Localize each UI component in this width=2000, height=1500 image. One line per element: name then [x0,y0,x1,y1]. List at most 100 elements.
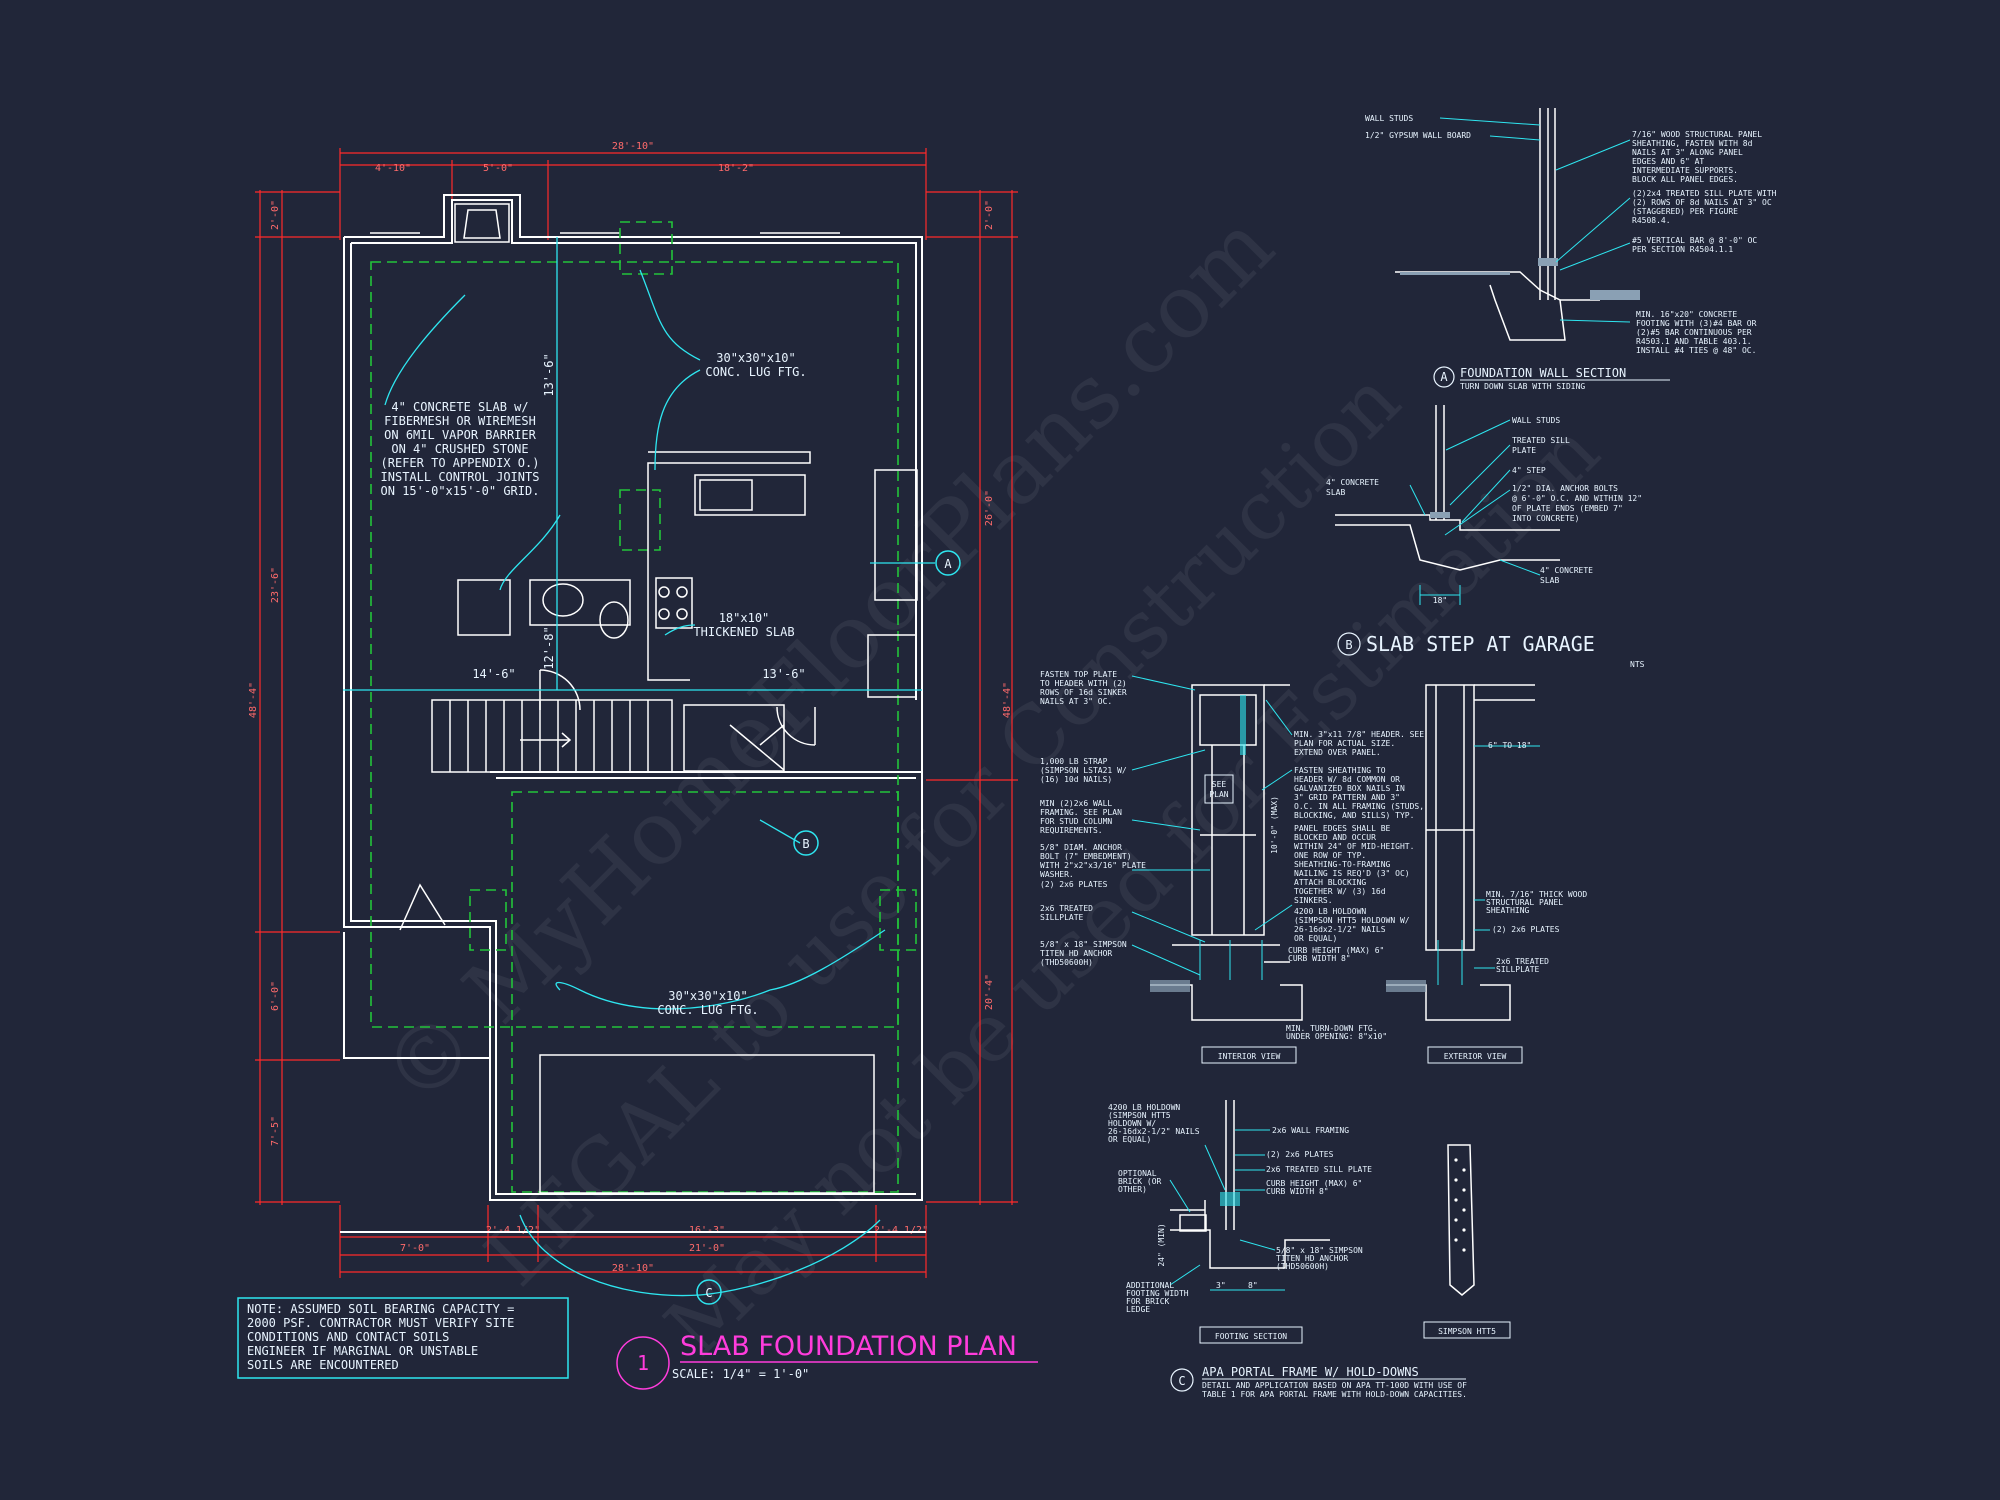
plan-number: 1 [637,1351,649,1375]
detail-a-sheathing-5: INTERMEDIATE SUPPORTS. [1632,166,1738,175]
detail-c-exterior-labels: 6" TO 18" MIN. 7/16" THICK WOOD STRUCTUR… [1486,741,1587,974]
soils-note-3: CONDITIONS AND CONTACT SOILS [247,1330,449,1344]
slab-note-2: FIBERMESH OR WIREMESH [384,414,536,428]
dim-right-overall: 48'-4" [1002,682,1013,718]
dc-fl-5-0: 2x6 TREATED SILL PLATE [1266,1165,1372,1174]
detail-a-subtitle: TURN DOWN SLAB WITH SIDING [1460,382,1585,391]
dc-il-6-1: TITEN HD ANCHOR [1040,949,1112,958]
dim-left-2: 23'-6" [270,567,281,603]
detail-c-footing-labels: 4200 LB HOLDOWN (SIMPSON HTT5 HOLDOWN W/… [1108,1103,1372,1314]
detail-a-label-gyp: 1/2" GYPSUM WALL BOARD [1365,131,1471,140]
plan-title-block: 1 SLAB FOUNDATION PLAN SCALE: 1/4" = 1'-… [616,1331,1038,1390]
plan-number-circle [616,1336,670,1390]
detail-a-sill-2: (2) ROWS OF 8d NAILS AT 3" OC [1632,198,1772,207]
thick-slab-label: THICKENED SLAB [693,625,794,639]
detail-a-footing-5: INSTALL #4 TIES @ 48" OC. [1636,346,1756,355]
detail-a-sill-4: R4508.4. [1632,216,1671,225]
section-marker-a-label: A [944,557,952,571]
detail-a-labels: WALL STUDS 1/2" GYPSUM WALL BOARD 7/16" … [1365,114,1777,355]
dim-left-4: 7'-5" [270,1116,281,1146]
dc-ir-5-1: UNDER OPENING: 8"x10" [1286,1032,1387,1041]
dc-el-1-1: STRUCTURAL PANEL [1486,898,1563,907]
detail-c-see-plan-1: SEE [1212,780,1227,789]
detail-a-footing-4: R4503.1 AND TABLE 403.1. [1636,337,1752,346]
dc-il-2-1: FRAMING. SEE PLAN [1040,808,1122,817]
detail-a-sheathing-1: 7/16" WOOD STRUCTURAL PANEL [1632,130,1762,139]
dc-ir-5-0: MIN. TURN-DOWN FTG. [1286,1024,1378,1033]
dc-ir-2-3: ONE ROW OF TYP. [1294,851,1366,860]
dc-fl-2-3: LEDGE [1126,1305,1150,1314]
lug-ftg-1-label: CONC. LUG FTG. [705,365,806,379]
detail-a-bar-2: PER SECTION R4504.1.1 [1632,245,1733,254]
dc-fd-0: 3" [1216,1281,1226,1290]
thick-slab-size: 18"x10" [719,611,770,625]
detail-c-interior-labels: FASTEN TOP PLATE TO HEADER WITH (2) ROWS… [1040,670,1146,967]
dc-ir-3-1: (SIMPSON HTT5 HOLDOWN W/ [1294,916,1410,925]
detail-b-title: SLAB STEP AT GARAGE [1366,632,1595,656]
dc-ir-2-4: SHEATHING-TO-FRAMING [1294,860,1391,869]
dc-fl-1-2: OTHER) [1118,1185,1147,1194]
plan-callouts: 4" CONCRETE SLAB w/ FIBERMESH OR WIREMES… [381,351,807,1017]
detail-b-bolts-3: OF PLATE ENDS (EMBED 7" [1512,504,1623,513]
section-marker-b[interactable] [793,830,819,856]
dc-il-2-2: FOR STUD COLUMN [1040,817,1112,826]
section-marker-c[interactable] [696,1279,722,1305]
dc-ir-0-0: MIN. 3"x11 7/8" HEADER. SEE [1294,730,1424,739]
detail-a-sill-1: (2)2x4 TREATED SILL PLATE WITH [1632,189,1777,198]
dim-left-overall: 48'-4" [248,682,259,718]
dc-il-2-3: REQUIREMENTS. [1040,826,1103,835]
dim-left-3: 6'-0" [270,981,281,1011]
dc-fl-7-1: TITEN HD ANCHOR [1276,1254,1348,1263]
detail-a-sill-3: (STAGGERED) PER FIGURE [1632,207,1738,216]
dim-bottom-2: 16'-3" [689,1225,725,1236]
slab-note-1: 4" CONCRETE SLAB w/ [391,400,528,414]
detail-b-bolts-1: 1/2" DIA. ANCHOR BOLTS [1512,484,1618,493]
dc-ir-2-7: TOGETHER W/ (3) 16d [1294,887,1386,896]
slab-note-7: ON 15'-0"x15'-0" GRID. [381,484,540,498]
dim-right-3: 20'-4" [984,974,995,1010]
dc-ir-1-0: FASTEN SHEATHING TO [1294,766,1386,775]
dc-ir-2-6: ATTACH BLOCKING [1294,878,1366,887]
detail-c-interior-right-labels: MIN. 3"x11 7/8" HEADER. SEE PLAN FOR ACT… [1286,730,1424,1041]
dc-fl-2-0: ADDITIONAL [1126,1281,1174,1290]
dim-bottom-5: 7'-0" [400,1243,430,1254]
detail-b-slab-left-2: SLAB [1326,488,1345,497]
dc-ir-2-0: PANEL EDGES SHALL BE [1294,824,1391,833]
detail-a-foundation-wall-section: WALL STUDS 1/2" GYPSUM WALL BOARD 7/16" … [1365,108,1777,391]
section-marker-c-label: C [705,1286,712,1300]
slab-note-3: ON 6MIL VAPOR BARRIER [384,428,536,442]
foundation-plan: 28'-10" 4'-10" 5'-0" 18'-2" 2'-0" 23'-6"… [237,141,1038,1390]
dim-bottom-overall: 28'-10" [612,1263,654,1274]
dc-ir-3-3: OR EQUAL) [1294,934,1337,943]
dim-top-1: 4'-10" [375,163,411,174]
dim-top-overall: 28'-10" [612,141,654,152]
dc-fl-2-1: FOOTING WIDTH [1126,1289,1189,1298]
dim-int-4: 13'-6" [762,667,805,681]
dc-ir-0-1: PLAN FOR ACTUAL SIZE. [1294,739,1395,748]
detail-b-step: 4" STEP [1512,466,1546,475]
watermark-line-3: May not be used for Estimation [648,404,1617,1373]
dc-il-3-3: WASHER. [1040,870,1074,879]
dc-fl-7-2: (THD50600H) [1276,1262,1329,1271]
dim-int-2: 14'-6" [472,667,515,681]
dc-fl-0-3: 26-16dx2-1/2" NAILS [1108,1127,1200,1136]
dc-el-1-2: SHEATHING [1486,906,1530,915]
detail-b-slab-step: WALL STUDS TREATED SILL PLATE 4" STEP 1/… [1326,405,1645,669]
dc-il-3-0: 5/8" DIAM. ANCHOR [1040,843,1122,852]
dc-fl-4-0: (2) 2x6 PLATES [1266,1150,1334,1159]
dc-ir-2-8: SINKERS. [1294,896,1333,905]
detail-b-bolts-2: @ 6'-0" O.C. AND WITHIN 12" [1512,494,1642,503]
dc-fl-0-1: (SIMPSON HTT5 [1108,1111,1171,1120]
dc-fl-6-1: CURB WIDTH 8" [1266,1187,1329,1196]
dim-int-3: 12'-8" [542,626,556,669]
plan-leaders [343,237,935,1297]
dc-ir-4-1: CURB WIDTH 8" [1288,954,1351,963]
detail-c-view-interior: INTERIOR VIEW [1218,1052,1281,1061]
dim-int-1: 13'-6" [542,353,556,396]
detail-b-mark: B [1345,638,1352,652]
section-marker-a[interactable] [935,550,961,576]
dim-top-2: 5'-0" [483,163,513,174]
detail-a-sheathing-3: NAILS AT 3" ALONG PANEL [1632,148,1743,157]
detail-a-bar-1: #5 VERTICAL BAR @ 8'-0" OC [1632,236,1757,245]
detail-a-title: FOUNDATION WALL SECTION [1460,366,1626,380]
